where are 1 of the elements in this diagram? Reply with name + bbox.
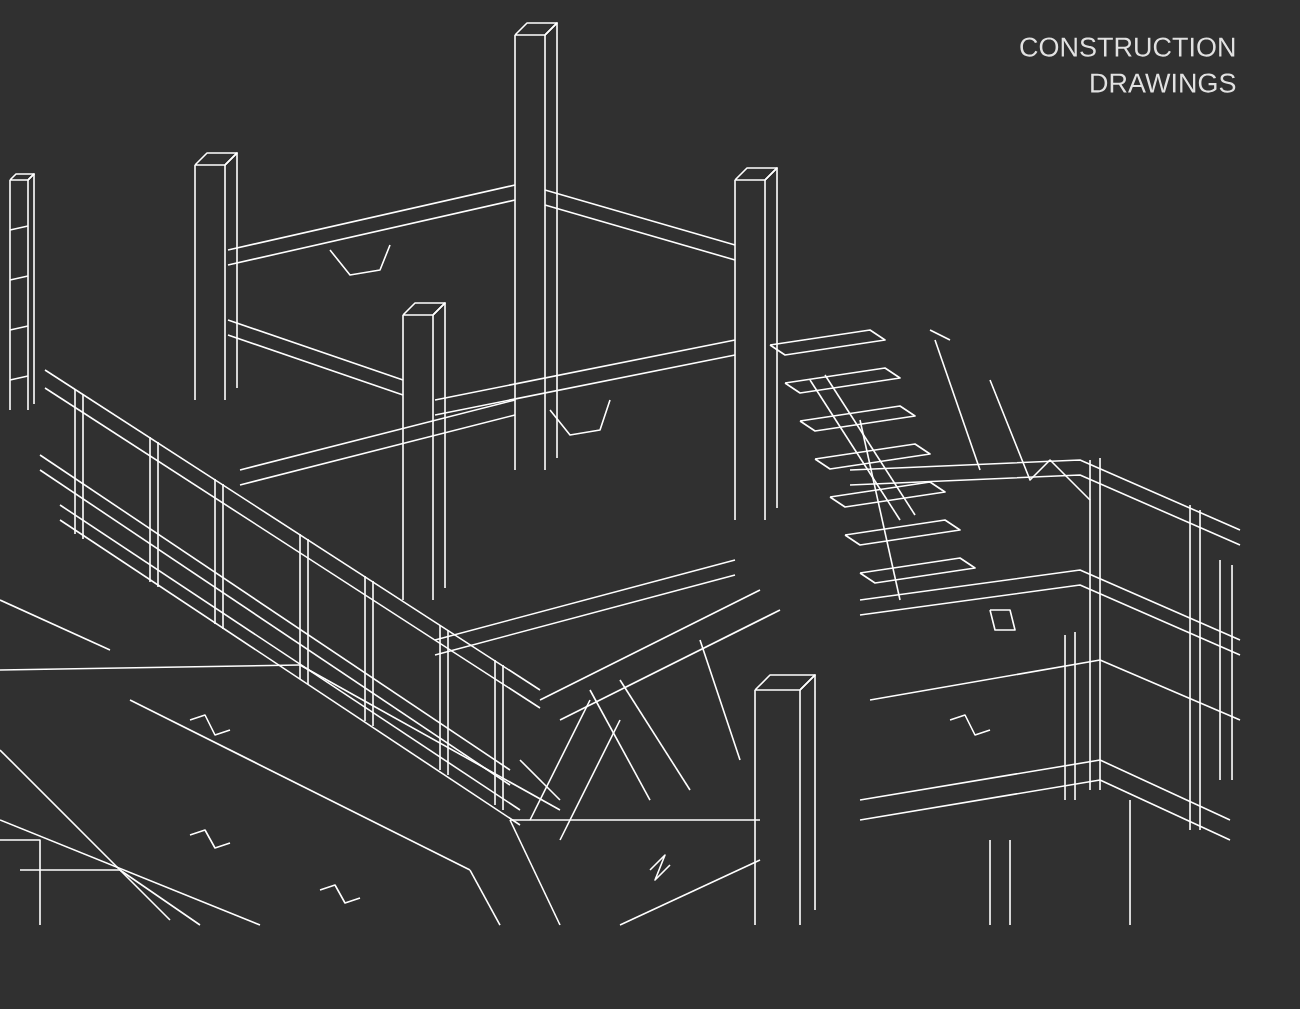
title: CONSTRUCTION DRAWINGS [1020,37,1236,93]
